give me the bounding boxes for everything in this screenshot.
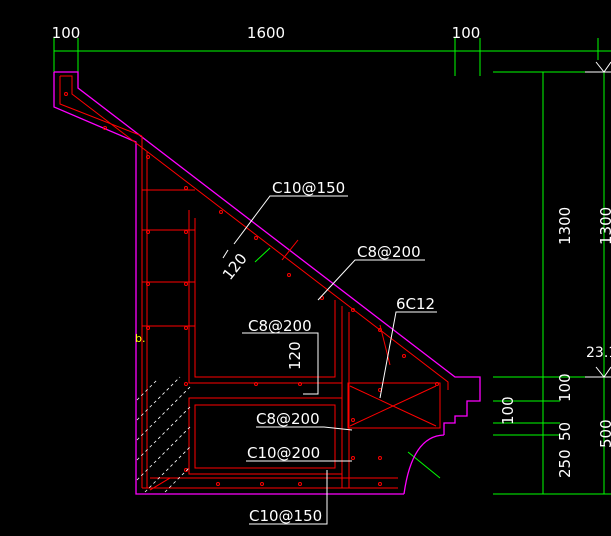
corner-cross [349,385,437,427]
dim-right-100-a: 100 [556,373,574,402]
hatch-line [144,446,191,493]
leader-lines [222,195,437,525]
dim-right-100-b: 100 [499,396,517,425]
dim-web-thickness: 120 [286,341,304,370]
rebar-dots [64,92,439,486]
rebar-dot [219,210,223,214]
rebar-dot [378,482,382,486]
dim-label-right: 100 [452,24,481,42]
opening-lower-outline [194,404,336,469]
rebar-dot [378,328,382,332]
leader-corner [379,311,437,399]
rebar-dot [378,456,382,460]
label-corner-bars: 6C12 [396,295,435,313]
rebar-dot [184,326,188,330]
rebar-dot [184,382,188,386]
label-opening-top: C8@200 [248,317,312,335]
dim-right-500: 500 [597,419,611,448]
rebar-dot [298,482,302,486]
rebar-dot [146,326,150,330]
hatch-line [136,376,181,421]
label-slope-mid: C8@200 [357,243,421,261]
rebar-dot [184,230,188,234]
concrete-outline [53,71,481,495]
outline-curve [403,434,445,495]
label-base-slab: C10@150 [249,507,322,525]
bottom-rebar [149,477,171,491]
hatch-line [136,426,191,481]
rebar-dot [254,382,258,386]
leader-slope-mid [317,259,425,301]
rebar-dot [216,482,220,486]
rebar-dot [351,308,355,312]
curve-leader [407,451,441,479]
marker-b: b. [135,332,145,345]
hatch-line [136,406,191,461]
hatch-area [136,376,191,493]
dim-label-center: 1600 [247,24,285,42]
rebar-dot [435,382,439,386]
outline-top-right [54,71,481,435]
opening-upper-outline [194,218,336,378]
leader-tick [222,249,229,259]
rebar-dot [146,282,150,286]
level-tag: 23.1 [586,345,611,361]
rebar-dot [402,354,406,358]
leader-opening-lower [256,426,353,431]
dimension-lines [53,38,611,495]
rebar-dot [287,273,291,277]
rebar-dot [103,126,107,130]
rebar-dot [351,456,355,460]
hatch-line [136,386,191,441]
dim-right-50: 50 [556,422,574,441]
leader-slope-main [233,195,348,245]
rebar-dot [184,186,188,190]
slope-tick [379,324,391,366]
label-slope-main: C10@150 [272,179,345,197]
rebar-dot [64,92,68,96]
rebar-dot [146,230,150,234]
rebar-dot [146,155,150,159]
dim-right-250: 250 [556,449,574,478]
leader-opening-top [242,332,319,395]
rebar-top [60,75,449,390]
leader-base-slab [249,470,328,525]
rebar-dot [254,236,258,240]
rebar-dot [351,418,355,422]
dim-slope-thickness: 120 [219,250,251,284]
rebar-dot [184,282,188,286]
dim-right-1300-b: 1300 [597,207,611,245]
hatch-line [136,379,158,401]
dim-label-left: 100 [52,24,81,42]
slope-tick [281,239,299,261]
corner-box [347,382,441,429]
outline-left-bottom [53,72,404,495]
slope-dim-line [254,247,271,263]
rebar-dot [260,482,264,486]
rebar-lines [59,75,449,491]
rebar-dot [298,382,302,386]
level-arrow [595,61,611,73]
label-opening-lower: C8@200 [256,410,320,428]
opening-upper-rebar [188,210,343,384]
dim-right-1300: 1300 [556,207,574,245]
level-arrow-2 [595,366,611,378]
rebar-top-left [59,76,143,137]
label-c10-200: C10@200 [247,444,320,462]
